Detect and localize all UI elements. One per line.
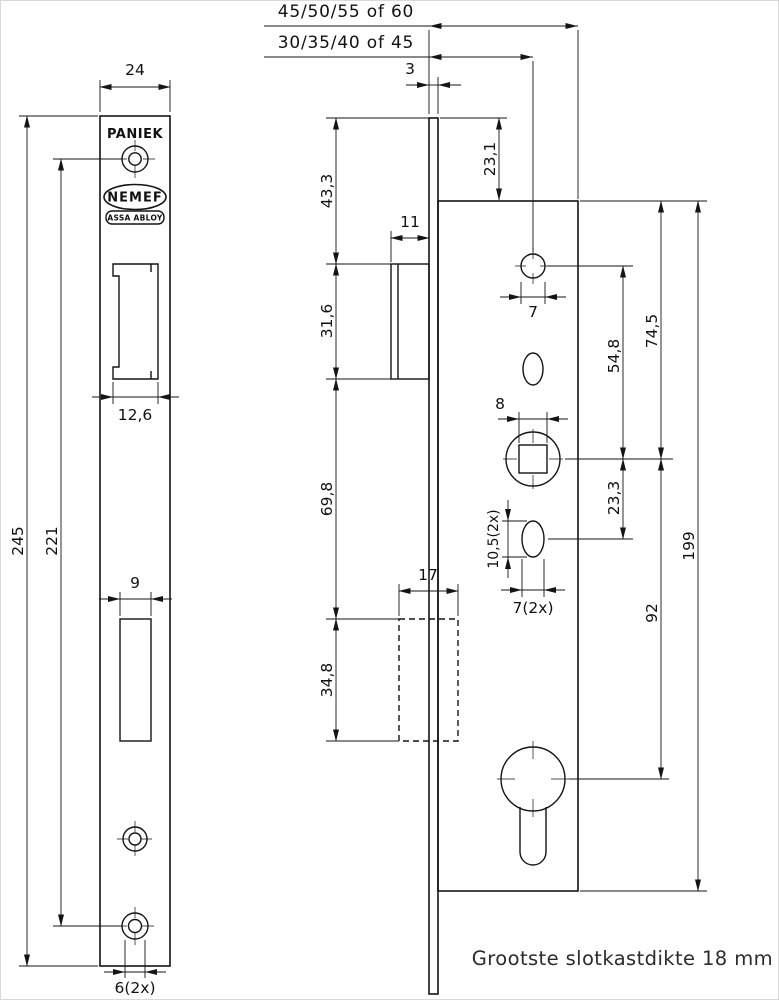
screw-hole-upper (117, 821, 152, 856)
paniek-label: PANIEK (107, 127, 163, 142)
dim-backset-options: 30/35/40 of 45 (264, 33, 534, 252)
euro-cylinder-hole (497, 741, 569, 866)
dim-backset-options-label: 30/35/40 of 45 (278, 33, 414, 53)
dim-spindle-to-slot: 23,3 (548, 458, 633, 540)
dim-slot-height: 10,5(2x) (486, 500, 527, 578)
dim-follower-square-label: 8 (495, 395, 505, 413)
dim-depth-options-label: 45/50/55 of 60 (278, 2, 414, 22)
dim-spindle-to-cylinder: 92 (569, 458, 669, 780)
dim-plate-width: 24 (99, 61, 171, 112)
spindle-follower (503, 429, 563, 489)
dim-screw-hole-diameter-label: 6(2x) (115, 979, 156, 997)
front-plate-view: PANIEK NEMEF ASSA ABLOY (9, 61, 179, 997)
dim-lower-cutout-width: 9 (99, 574, 172, 616)
dim-plate-thickness-label: 3 (405, 60, 415, 78)
side-view: 45/50/55 of 60 30/35/40 of 45 3 23,1 (264, 2, 707, 995)
dim-top-hole-label: 7 (528, 303, 538, 321)
footer-note: Grootste slotkastdikte 18 mm (472, 947, 773, 970)
dim-slot-width-label: 7(2x) (513, 599, 554, 617)
dim-plate-width-label: 24 (125, 61, 145, 79)
dim-slot-width: 7(2x) (501, 559, 565, 617)
aux-case-dashed (398, 618, 459, 742)
dim-plate-height-label: 245 (9, 526, 27, 556)
dim-top-hole: 7 (500, 282, 566, 321)
dim-case-top-offset: 23,1 (440, 117, 507, 201)
dim-latch-cutout-width-label: 12,6 (118, 406, 153, 424)
assa-abloy-badge: ASSA ABLOY (105, 210, 165, 225)
nemef-logo: NEMEF (103, 183, 167, 211)
dim-case-height-label: 199 (680, 531, 698, 561)
dim-top-to-spindle-label: 74,5 (643, 314, 661, 349)
dim-spindle-to-slot-label: 23,3 (605, 481, 623, 516)
latch-cutout (112, 263, 159, 380)
dim-top-to-spindle: 74,5 (565, 200, 707, 460)
dim-top-to-latch-label: 43,3 (318, 174, 336, 209)
dim-hole-to-spindle-label: 54,8 (605, 339, 623, 374)
dim-plate-thickness: 3 (405, 30, 461, 114)
dim-screw-distance-label: 221 (43, 526, 61, 556)
case-slot-lower (521, 520, 545, 558)
dim-lower-cutout-width-label: 9 (130, 574, 140, 592)
side-plate (428, 117, 439, 995)
lower-cutout (119, 618, 152, 742)
lock-case (437, 200, 579, 892)
dim-latch-height-label: 31,6 (318, 304, 336, 339)
assa-abloy-label: ASSA ABLOY (107, 214, 163, 223)
dim-slot-height-label: 10,5(2x) (486, 509, 502, 568)
dim-aux-width-label: 17 (418, 566, 438, 584)
dim-screw-hole-diameter: 6(2x) (104, 940, 166, 997)
nemef-label: NEMEF (107, 191, 162, 206)
dim-case-top-offset-label: 23,1 (481, 142, 499, 177)
dim-depth-options: 45/50/55 of 60 (264, 2, 579, 199)
dim-spindle-to-cylinder-label: 92 (643, 603, 661, 623)
dim-latch-width: 11 (390, 213, 430, 262)
dim-latch-to-aux-label: 69,8 (318, 482, 336, 517)
dim-follower-square: 8 (495, 395, 568, 443)
case-hole-top (515, 248, 551, 284)
dim-latch-cutout-width: 12,6 (92, 382, 179, 424)
dim-aux-width: 17 (398, 566, 459, 616)
dim-screw-distance: 221 (43, 158, 122, 927)
latch-bolt (390, 263, 430, 380)
dim-plate-height: 245 (9, 115, 98, 967)
case-slot-upper (522, 352, 544, 386)
front-plate-outline (99, 115, 171, 967)
dim-latch-width-label: 11 (400, 213, 420, 231)
dim-aux-height-label: 34,8 (318, 663, 336, 698)
dim-hole-to-spindle: 54,8 (547, 265, 633, 460)
dim-left-chain: 43,3 31,6 69,8 34,8 (318, 117, 429, 742)
dim-case-height: 199 (580, 200, 707, 892)
